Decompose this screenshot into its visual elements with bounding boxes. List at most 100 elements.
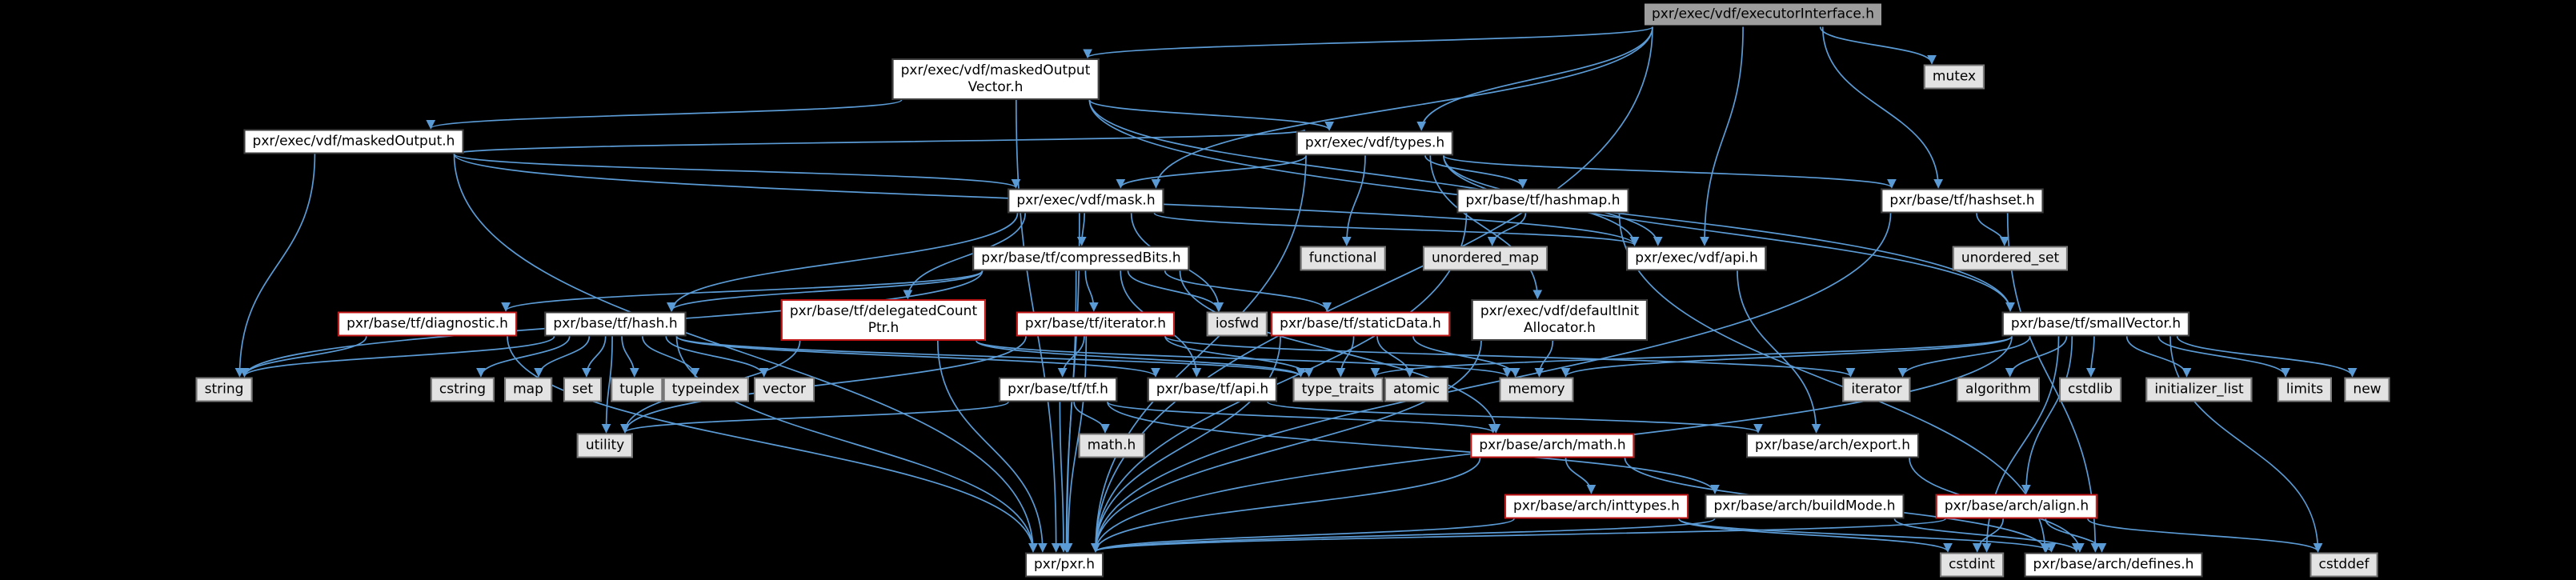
graph-node-smallVector[interactable]: pxr/base/tf/smallVector.h bbox=[2001, 311, 2190, 337]
graph-node-iterator[interactable]: iterator bbox=[1842, 377, 1911, 402]
include-edge-smallVector-to-archAlign bbox=[2021, 336, 2073, 494]
include-edge-types-to-pxrH bbox=[1091, 155, 1307, 553]
graph-node-cstdlib[interactable]: cstdlib bbox=[2059, 377, 2121, 402]
graph-node-archAlign[interactable]: pxr/base/arch/align.h bbox=[1935, 494, 2098, 519]
graph-node-typeindex[interactable]: typeindex bbox=[663, 377, 749, 402]
include-edge-smallVector-to-new bbox=[2176, 336, 2358, 378]
graph-node-iosfwd[interactable]: iosfwd bbox=[1206, 311, 1268, 337]
include-edge-hashset-to-pxrH bbox=[1091, 213, 1892, 553]
include-edge-smallVector-to-memory bbox=[1560, 335, 2013, 378]
include-edge-compressedBits-to-iosfwd bbox=[1127, 270, 1224, 312]
include-edge-tfTf-to-mathH bbox=[1073, 402, 1110, 434]
include-edge-hash-to-tuple bbox=[621, 336, 639, 378]
graph-node-hash[interactable]: pxr/base/tf/hash.h bbox=[544, 311, 687, 337]
graph-node-cstdint[interactable]: cstdint bbox=[1940, 552, 2004, 578]
graph-node-maskedOutputVector[interactable]: pxr/exec/vdf/maskedOutput Vector.h bbox=[891, 58, 1100, 100]
include-edge-maskedOutputVector-to-maskedOutput bbox=[426, 99, 903, 130]
include-edge-staticData-to-memory bbox=[1412, 336, 1520, 378]
include-edge-maskedOutput-to-pxrH bbox=[453, 154, 1038, 553]
graph-node-defaultInitAllocator[interactable]: pxr/exec/vdf/defaultInit Allocator.h bbox=[1471, 299, 1649, 341]
graph-node-archInttypes[interactable]: pxr/base/arch/inttypes.h bbox=[1504, 494, 1689, 519]
include-edge-archAlign-to-archDefines bbox=[2045, 518, 2107, 553]
graph-node-type_traits[interactable]: type_traits bbox=[1292, 377, 1384, 402]
include-edge-archMath-to-pxrH bbox=[1091, 458, 1481, 553]
graph-node-cstring[interactable]: cstring bbox=[430, 377, 495, 402]
graph-node-limits[interactable]: limits bbox=[2277, 377, 2333, 402]
graph-node-executorInterface[interactable]: pxr/exec/vdf/executorInterface.h bbox=[1643, 2, 1883, 27]
include-edge-tfTf-to-pxrH bbox=[1059, 402, 1068, 553]
include-edge-types-to-mask bbox=[1116, 155, 1307, 189]
include-edge-staticData-to-atomic bbox=[1376, 336, 1415, 378]
include-edge-hash-to-type_traits bbox=[675, 335, 1306, 378]
include-edge-mask-to-hash bbox=[667, 213, 1019, 312]
include-edge-maskedOutput-to-string bbox=[234, 154, 316, 378]
graph-node-unordered_set[interactable]: unordered_set bbox=[1952, 246, 2069, 271]
graph-node-archExport[interactable]: pxr/base/arch/export.h bbox=[1746, 433, 1919, 458]
include-edge-hashmap-to-unordered_map bbox=[1487, 213, 1527, 246]
graph-node-initializer_list[interactable]: initializer_list bbox=[2145, 377, 2253, 402]
graph-node-archMath[interactable]: pxr/base/arch/math.h bbox=[1470, 433, 1635, 458]
graph-node-tfTf[interactable]: pxr/base/tf/tf.h bbox=[999, 377, 1117, 402]
include-edge-compressedBits-to-diagnostic bbox=[501, 270, 984, 312]
include-edge-executorInterface-to-mask bbox=[1151, 26, 1653, 189]
graph-node-vector[interactable]: vector bbox=[754, 377, 815, 402]
include-edge-vdfApi-to-archExport bbox=[1737, 270, 1821, 434]
include-edge-hash-to-set bbox=[581, 336, 607, 378]
include-edge-smallVector-to-cstdlib bbox=[2085, 336, 2096, 378]
include-edge-tfIterator-to-type_traits bbox=[1164, 336, 1314, 378]
graph-node-archDefines[interactable]: pxr/base/arch/defines.h bbox=[2024, 552, 2203, 578]
graph-node-tuple[interactable]: tuple bbox=[611, 377, 663, 402]
include-edge-maskedOutputVector-to-types bbox=[1088, 99, 1334, 131]
graph-node-pxrH[interactable]: pxr/pxr.h bbox=[1024, 552, 1104, 578]
graph-node-maskedOutput[interactable]: pxr/exec/vdf/maskedOutput.h bbox=[243, 129, 464, 154]
graph-node-string[interactable]: string bbox=[195, 377, 253, 402]
graph-node-cstddef[interactable]: cstddef bbox=[2310, 552, 2378, 578]
graph-node-mutex[interactable]: mutex bbox=[1923, 64, 1985, 90]
include-edge-maskedOutput-to-mask bbox=[453, 153, 1021, 189]
graph-node-tfApi[interactable]: pxr/base/tf/api.h bbox=[1147, 377, 1278, 402]
graph-node-memory[interactable]: memory bbox=[1499, 377, 1574, 402]
graph-node-diagnostic[interactable]: pxr/base/tf/diagnostic.h bbox=[338, 311, 517, 337]
graph-node-mathH[interactable]: math.h bbox=[1078, 433, 1145, 458]
graph-node-unordered_map[interactable]: unordered_map bbox=[1422, 246, 1548, 271]
include-edge-archMath-to-archInttypes bbox=[1564, 458, 1596, 494]
include-edge-archAlign-to-cstdint bbox=[1972, 518, 2005, 553]
graph-node-archBuildMode[interactable]: pxr/base/arch/buildMode.h bbox=[1705, 494, 1905, 519]
include-edge-compressedBits-to-staticData bbox=[1164, 270, 1332, 312]
include-edge-archInttypes-to-pxrH bbox=[1091, 518, 1515, 553]
graph-node-tfIterator[interactable]: pxr/base/tf/iterator.h bbox=[1016, 311, 1176, 337]
include-edge-hash-to-typeindex bbox=[642, 336, 700, 378]
include-edge-tfApi-to-archExport bbox=[1267, 401, 1763, 434]
graph-node-vdfApi[interactable]: pxr/exec/vdf/api.h bbox=[1626, 246, 1767, 271]
include-edge-tfIterator-to-iterator bbox=[1164, 335, 1856, 378]
include-edge-defaultInitAllocator-to-memory bbox=[1534, 340, 1554, 378]
include-edge-smallVector-to-cstddef bbox=[2169, 336, 2323, 553]
include-edge-hash-to-pxrH bbox=[675, 336, 1038, 553]
include-edge-smallVector-to-initializer_list bbox=[2125, 336, 2192, 378]
graph-node-delegatedCountPtr[interactable]: pxr/base/tf/delegatedCount Ptr.h bbox=[780, 299, 987, 341]
include-edge-delegatedCountPtr-to-type_traits bbox=[976, 340, 1306, 378]
graph-node-compressedBits[interactable]: pxr/base/tf/compressedBits.h bbox=[972, 246, 1190, 271]
include-edge-archInttypes-to-cstdint bbox=[1678, 518, 1953, 553]
graph-node-new[interactable]: new bbox=[2344, 377, 2390, 402]
graph-node-hashmap[interactable]: pxr/base/tf/hashmap.h bbox=[1456, 188, 1629, 214]
include-edge-types-to-functional bbox=[1341, 155, 1366, 246]
graph-node-types[interactable]: pxr/exec/vdf/types.h bbox=[1296, 130, 1454, 156]
graph-node-hashset[interactable]: pxr/base/tf/hashset.h bbox=[1881, 188, 2044, 214]
include-edge-tfIterator-to-pxrH bbox=[1063, 336, 1088, 553]
include-edge-staticData-to-type_traits bbox=[1336, 336, 1355, 378]
include-edge-archAlign-to-pxrH bbox=[1091, 518, 1946, 553]
include-edge-hashset-to-archDefines bbox=[2006, 213, 2101, 553]
graph-node-algorithm[interactable]: algorithm bbox=[1956, 377, 2041, 402]
include-edge-hashmap-to-archDefines bbox=[1618, 213, 2050, 553]
graph-node-functional[interactable]: functional bbox=[1300, 246, 1386, 271]
graph-node-utility[interactable]: utility bbox=[576, 433, 634, 458]
graph-node-mask[interactable]: pxr/exec/vdf/mask.h bbox=[1008, 188, 1164, 214]
graph-node-map[interactable]: map bbox=[504, 377, 552, 402]
graph-node-staticData[interactable]: pxr/base/tf/staticData.h bbox=[1271, 311, 1450, 337]
include-edge-mask-to-vdfApi bbox=[1153, 212, 1640, 246]
graph-node-atomic[interactable]: atomic bbox=[1384, 377, 1449, 402]
graph-node-set[interactable]: set bbox=[563, 377, 602, 402]
